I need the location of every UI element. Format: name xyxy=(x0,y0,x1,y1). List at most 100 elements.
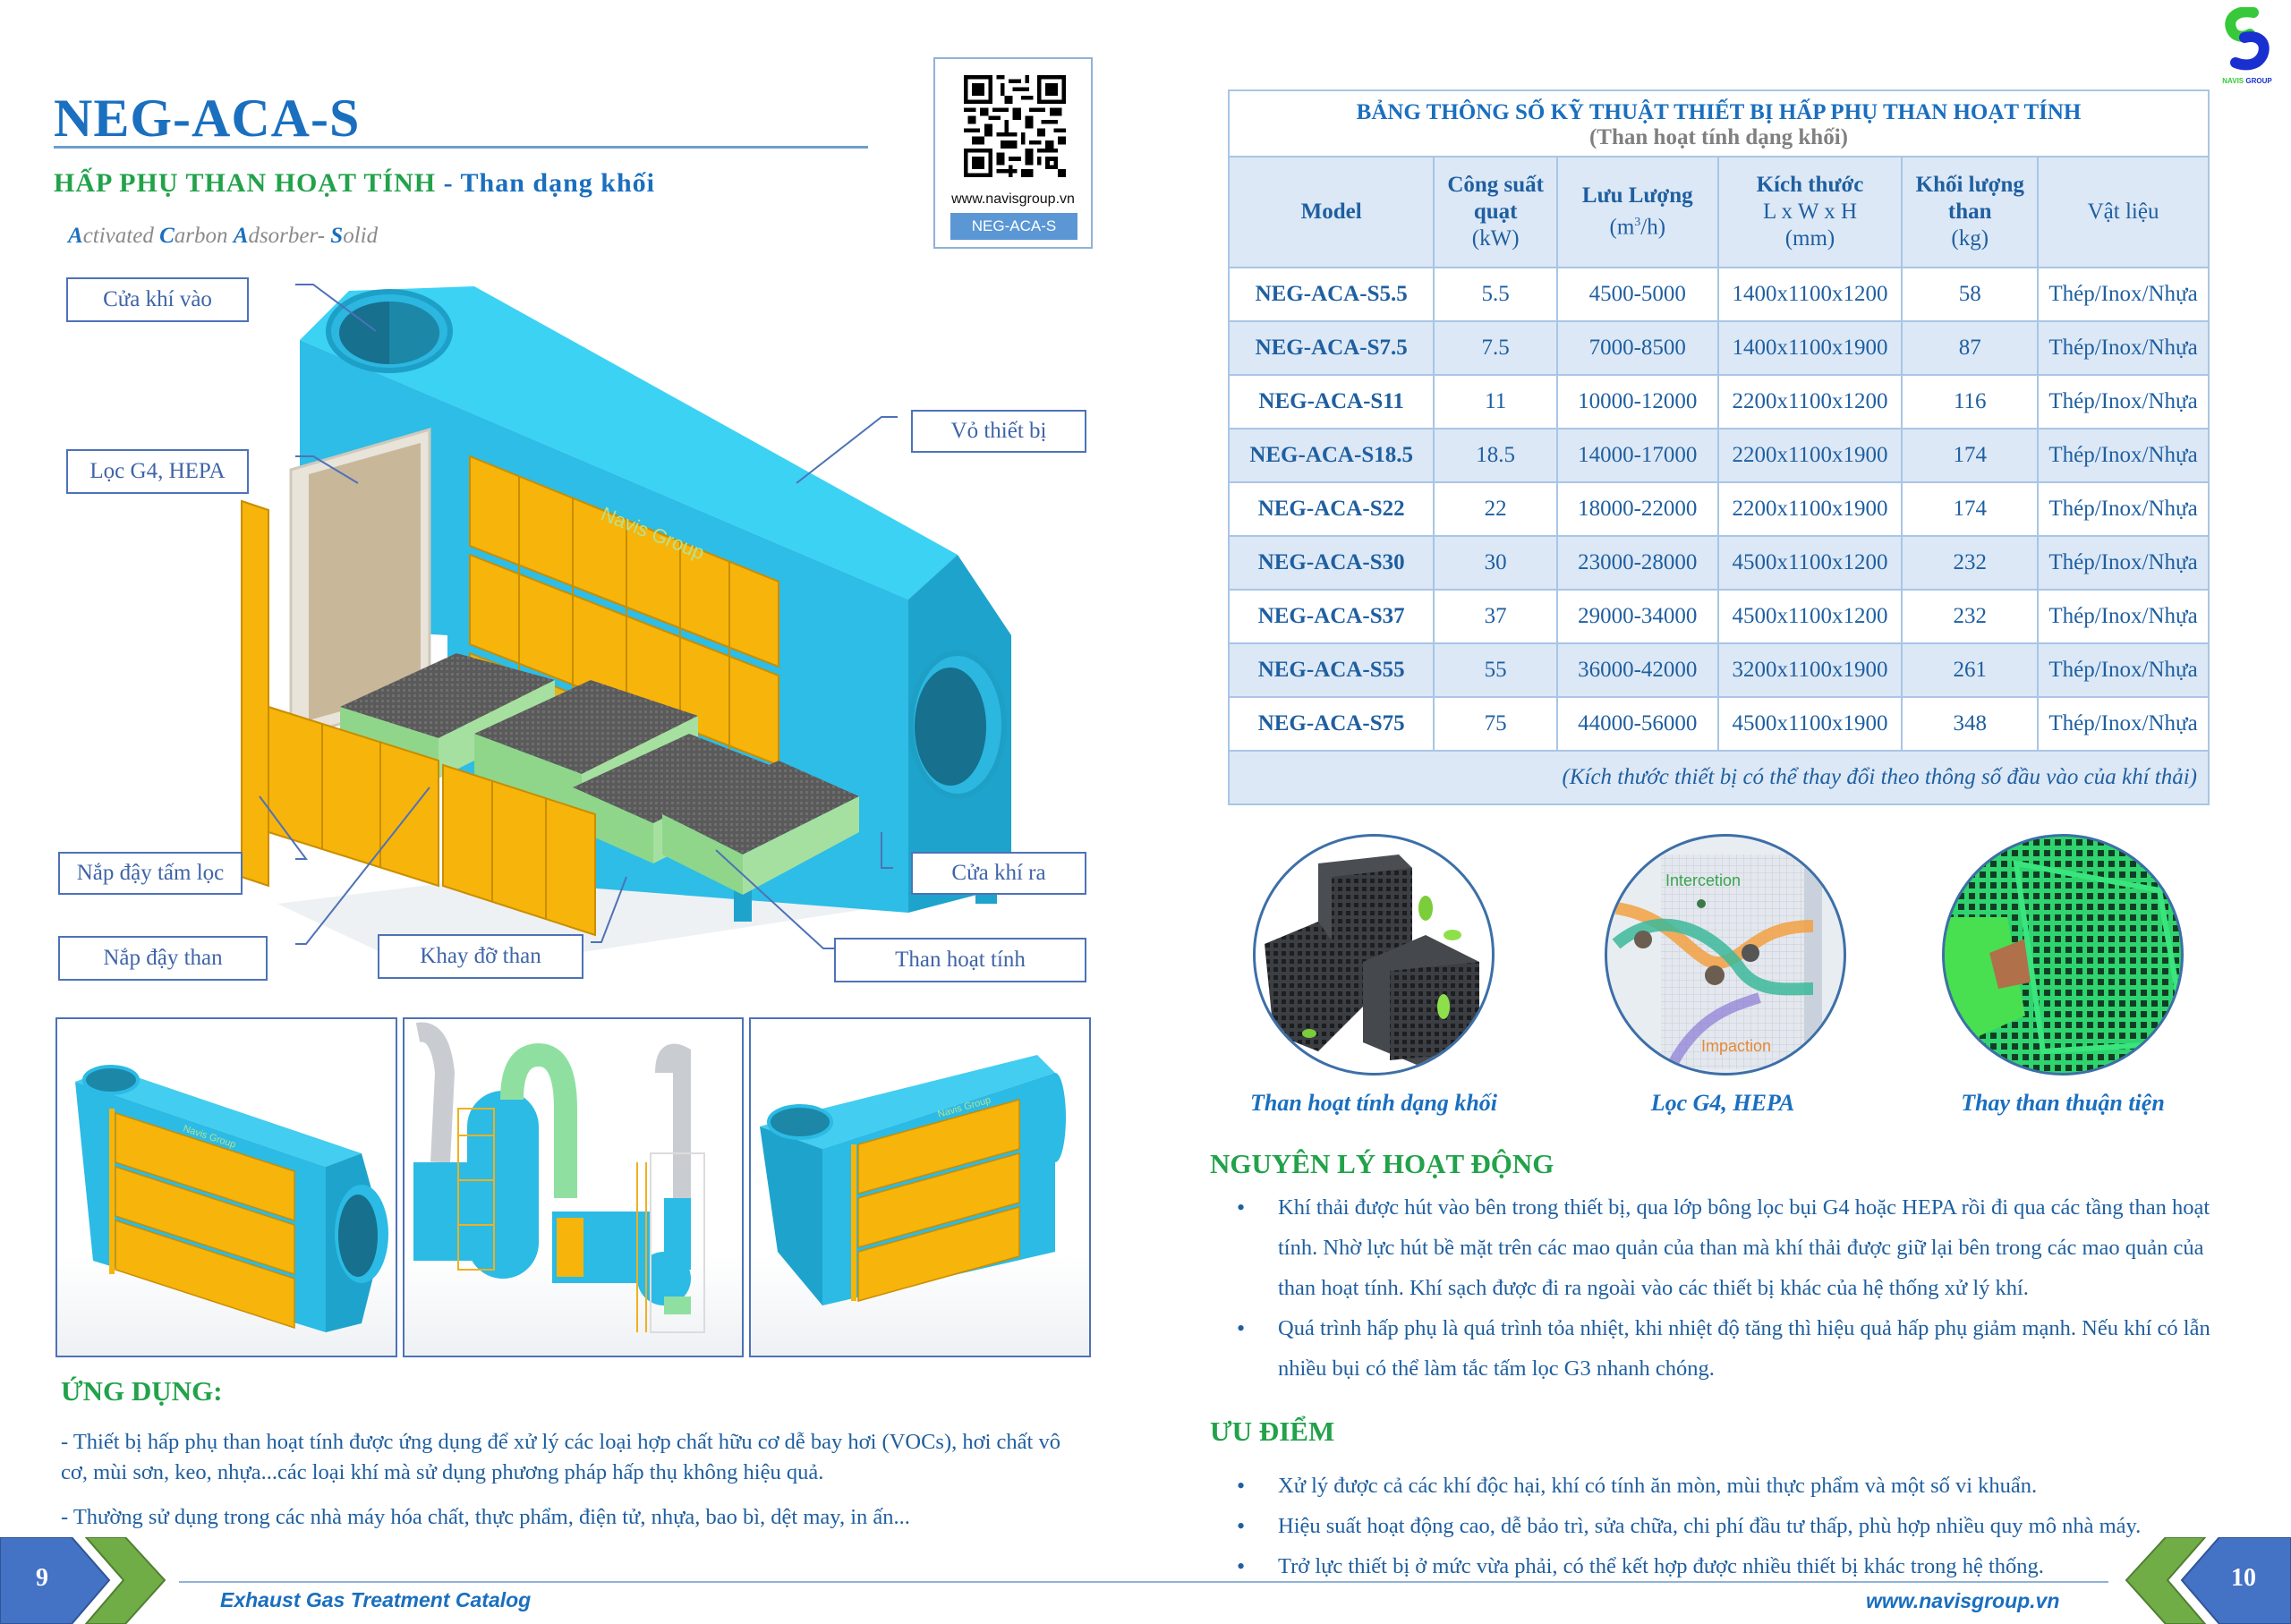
feature-image-filter: Intercetion Impaction xyxy=(1605,834,1846,1076)
cell-model: NEG-ACA-S75 xyxy=(1227,696,1435,752)
logo-word-navis: NAVIS xyxy=(2222,77,2244,85)
table-row: NEG-ACA-S55 55 36000-42000 3200x1100x190… xyxy=(1227,642,2210,698)
cell-model: NEG-ACA-S37 xyxy=(1227,589,1435,644)
column-header-size: Kích thước L x W x H (mm) xyxy=(1716,156,1903,268)
feature-caption-carbon-replace: Thay than thuận tiện xyxy=(1961,1090,2165,1116)
photo-adsorber-left: Navis Group xyxy=(55,1017,397,1357)
cell-flow: 4500-5000 xyxy=(1556,267,1719,322)
cell-material: Thép/Inox/Nhựa xyxy=(2037,642,2210,698)
cell-material: Thép/Inox/Nhựa xyxy=(2037,267,2210,322)
cell-mass: 348 xyxy=(1901,696,2040,752)
product-title: NEG-ACA-S xyxy=(54,89,361,148)
feature-image-carbon-blocks xyxy=(1253,834,1495,1076)
applications-paragraph: - Thường sử dụng trong các nhà máy hóa c… xyxy=(61,1505,910,1529)
cell-size: 2200x1100x1900 xyxy=(1716,428,1903,483)
english-word: dsorber- xyxy=(248,224,331,248)
photo-adsorber-right: Navis Group xyxy=(749,1017,1091,1357)
footer-catalog-title: Exhaust Gas Treatment Catalog xyxy=(220,1588,532,1611)
acronym-letter: S xyxy=(330,224,344,248)
callout-carbon-cover: Nắp đậy than xyxy=(58,936,268,981)
cell-material: Thép/Inox/Nhựa xyxy=(2037,320,2210,376)
table-row: NEG-ACA-S7.5 7.5 7000-8500 1400x1100x190… xyxy=(1227,320,2210,376)
english-word: olid xyxy=(343,224,379,248)
cell-material: Thép/Inox/Nhựa xyxy=(2037,374,2210,429)
cell-size: 4500x1100x1200 xyxy=(1716,535,1903,591)
spec-table-header: Model Công suất quạt (kW) Lưu Lượng (m3/… xyxy=(1227,156,2210,268)
cell-model: NEG-ACA-S22 xyxy=(1227,481,1435,537)
cell-mass: 116 xyxy=(1901,374,2040,429)
footer-website: www.navisgroup.vn xyxy=(1866,1589,2060,1612)
advantage-item: Xử lý được cả các khí độc hại, khí có tí… xyxy=(1210,1466,2239,1506)
navis-logo-icon xyxy=(2225,6,2270,71)
spec-table-subtitle: (Than hoạt tính dạng khối) xyxy=(1588,125,1848,149)
carbon-block-icon xyxy=(1265,855,1479,1065)
cell-size: 4500x1100x1900 xyxy=(1716,696,1903,752)
advantage-item: Hiệu suất hoạt động cao, dễ bảo trì, sửa… xyxy=(1210,1506,2239,1546)
spec-table-caption: BẢNG THÔNG SỐ KỸ THUẬT THIẾT BỊ HẤP PHỤ … xyxy=(1228,89,2210,157)
system-render-icon xyxy=(413,1022,705,1333)
header-line: Lưu Lượng xyxy=(1581,183,1693,208)
table-row: NEG-ACA-S18.5 18.5 14000-17000 2200x1100… xyxy=(1227,428,2210,483)
qr-website: www.navisgroup.vn xyxy=(951,191,1075,207)
navis-group-logo: NAVIS GROUP xyxy=(2209,6,2286,89)
logo-word-group: GROUP xyxy=(2245,77,2272,85)
subtitle-variant: Than dạng khối xyxy=(460,168,655,198)
cell-mass: 58 xyxy=(1901,267,2040,322)
qr-model-tag: NEG-ACA-S xyxy=(950,213,1077,240)
logo-wordmark: NAVIS GROUP xyxy=(2209,77,2286,85)
table-row: NEG-ACA-S5.5 5.5 4500-5000 1400x1100x120… xyxy=(1227,267,2210,322)
header-unit: (kg) xyxy=(1951,226,1989,251)
table-row: NEG-ACA-S11 11 10000-12000 2200x1100x120… xyxy=(1227,374,2210,429)
qr-card[interactable]: www.navisgroup.vn NEG-ACA-S xyxy=(933,57,1093,249)
cell-mass: 261 xyxy=(1901,642,2040,698)
cell-power: 22 xyxy=(1433,481,1558,537)
cell-material: Thép/Inox/Nhựa xyxy=(2037,589,2210,644)
applications-section: ỨNG DỤNG: - Thiết bị hấp phụ than hoạt t… xyxy=(61,1375,1099,1533)
column-header-mass: Khối lượng than (kg) xyxy=(1901,156,2040,268)
header-unit: (kW) xyxy=(1471,226,1520,251)
advantages-heading: ƯU ĐIỂM xyxy=(1210,1416,1335,1447)
header-unit: (mm) xyxy=(1784,226,1835,251)
spec-table-note: (Kích thước thiết bị có thể thay đổi the… xyxy=(1228,750,2210,805)
cell-mass: 87 xyxy=(1901,320,2040,376)
cell-power: 7.5 xyxy=(1433,320,1558,376)
callout-filter-cover: Nắp đậy tấm lọc xyxy=(58,852,243,895)
page-number-left: 9 xyxy=(36,1564,48,1592)
cell-flow: 44000-56000 xyxy=(1556,696,1719,752)
cell-mass: 232 xyxy=(1901,535,2040,591)
cell-flow: 18000-22000 xyxy=(1556,481,1719,537)
applications-heading: ỨNG DỤNG: xyxy=(61,1375,223,1407)
cell-power: 37 xyxy=(1433,589,1558,644)
cell-power: 11 xyxy=(1433,374,1558,429)
page-badge-right xyxy=(2125,1537,2291,1624)
title-divider xyxy=(54,146,868,149)
principle-section: NGUYÊN LÝ HOẠT ĐỘNG Khí thải được hút và… xyxy=(1210,1148,2239,1389)
cell-material: Thép/Inox/Nhựa xyxy=(2037,696,2210,752)
footer-divider-right xyxy=(1217,1581,2108,1583)
subtitle-main: HẤP PHỤ THAN HOẠT TÍNH xyxy=(54,168,437,198)
cell-mass: 174 xyxy=(1901,428,2040,483)
header-line: Công suất xyxy=(1447,173,1544,197)
unit-part: /h) xyxy=(1640,215,1666,240)
cell-power: 55 xyxy=(1433,642,1558,698)
cell-material: Thép/Inox/Nhựa xyxy=(2037,428,2210,483)
english-word: arbon xyxy=(174,224,234,248)
header-line: L x W x H xyxy=(1762,200,1858,224)
photo-system-overview xyxy=(403,1017,744,1357)
cell-flow: 29000-34000 xyxy=(1556,589,1719,644)
english-word: ctivated xyxy=(82,224,160,248)
header-line: Khối lượng xyxy=(1915,173,2024,197)
table-row: NEG-ACA-S30 30 23000-28000 4500x1100x120… xyxy=(1227,535,2210,591)
unit-superscript: 3 xyxy=(1634,216,1641,230)
cell-size: 1400x1100x1900 xyxy=(1716,320,1903,376)
spec-table-title: BẢNG THÔNG SỐ KỸ THUẬT THIẾT BỊ HẤP PHỤ … xyxy=(1356,100,2082,124)
carbon-tray-icon xyxy=(1945,837,2181,1073)
qr-code-icon[interactable] xyxy=(964,75,1066,177)
principle-item: Quá trình hấp phụ là quá trình tỏa nhiệt… xyxy=(1210,1308,2239,1389)
callout-carbon: Than hoạt tính xyxy=(834,938,1086,982)
adsorber-render-icon: Navis Group xyxy=(760,1055,1066,1305)
table-row: NEG-ACA-S22 22 18000-22000 2200x1100x190… xyxy=(1227,481,2210,537)
interception-label: Intercetion xyxy=(1665,872,1741,889)
header-line: than xyxy=(1947,200,1992,224)
product-subtitle: HẤP PHỤ THAN HOẠT TÍNH - Than dạng khối xyxy=(54,168,655,199)
